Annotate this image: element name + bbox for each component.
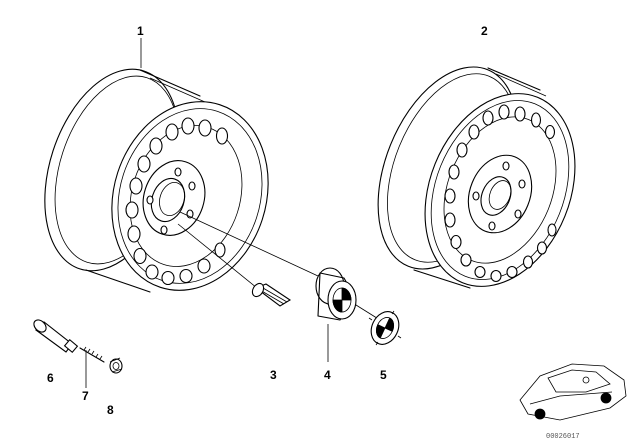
callout-6: 6 bbox=[47, 371, 54, 385]
vent-holes-right bbox=[444, 104, 557, 283]
callout-7: 7 bbox=[82, 389, 89, 403]
hub-cap bbox=[315, 267, 357, 321]
vent-holes-left bbox=[125, 117, 229, 286]
emblem bbox=[368, 310, 402, 346]
lug-holes-right bbox=[472, 161, 526, 231]
tire-valve bbox=[33, 319, 79, 354]
callout-8: 8 bbox=[107, 403, 114, 417]
callout-2: 2 bbox=[481, 24, 488, 38]
callout-1: 1 bbox=[137, 24, 144, 38]
callout-4: 4 bbox=[324, 368, 331, 382]
callout-3: 3 bbox=[270, 368, 277, 382]
rear-wheel-marker bbox=[600, 392, 612, 404]
callout-5: 5 bbox=[380, 368, 387, 382]
callout-leaders bbox=[85, 38, 329, 388]
lug-holes-left bbox=[146, 167, 196, 235]
wheel-bolt bbox=[251, 282, 292, 307]
front-wheel-marker bbox=[534, 408, 546, 420]
valve-insert bbox=[79, 346, 105, 363]
valve-cap bbox=[109, 357, 123, 374]
diagram-code: 00026017 bbox=[546, 433, 580, 441]
car-location-thumbnail bbox=[519, 363, 627, 421]
steel-wheel-right bbox=[377, 66, 576, 289]
steel-wheel-left bbox=[44, 68, 269, 293]
